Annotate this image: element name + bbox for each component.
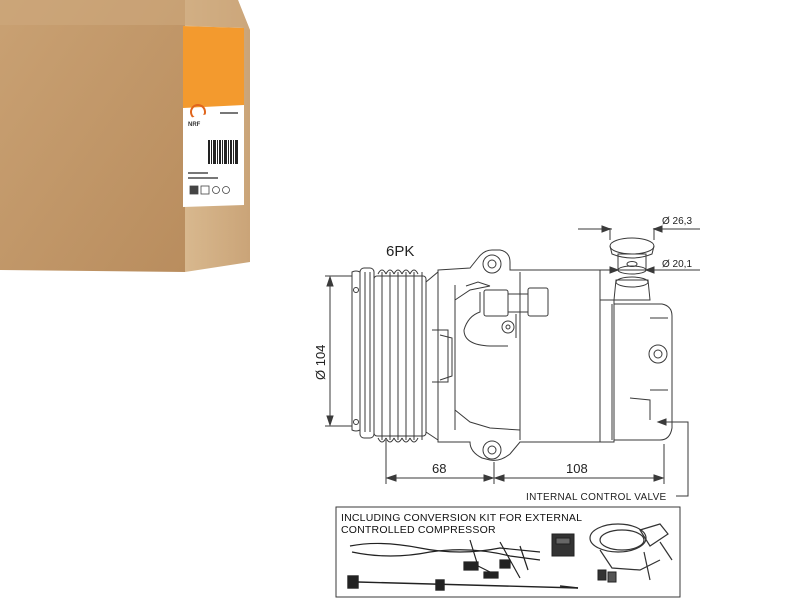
packaging-box: NRF [0,0,260,275]
rear-housing [599,299,673,443]
kit-cable-loop [589,523,673,581]
kit-tie-strap [347,575,579,591]
dim-length-rear: 108 [566,461,588,476]
kit-relay [551,533,575,557]
pulley-label: 6PK [386,243,414,260]
dimension-fitting-26 [578,225,700,240]
dim-fitting-outer: Ø 26,3 [662,216,692,227]
kit-caption-line1: INCLUDING CONVERSION KIT FOR EXTERNAL [341,512,583,524]
valve-label: INTERNAL CONTROL VALVE [526,492,667,503]
front-housing [425,249,601,461]
dimension-diameter-104 [325,275,352,427]
box-label: NRF [183,26,244,207]
logo-text: NRF [188,122,201,128]
dimension-lengths [385,440,665,484]
kit-caption-line2: CONTROLLED COMPRESSOR [341,524,496,536]
barcode-icon [207,138,239,166]
dim-length-front: 68 [432,461,446,476]
clutch-front [351,267,375,439]
dimension-fitting-20 [590,266,700,274]
control-connector [463,281,549,347]
dim-fitting-inner: Ø 20,1 [662,259,692,270]
dim-diameter-pulley: Ø 104 [313,345,328,380]
certification-icons [189,185,230,195]
valve-leader [656,418,689,497]
kit-fuse [597,569,617,583]
kit-box [335,506,681,598]
kit-caption: INCLUDING CONVERSION KIT FOR EXTERNAL CO… [341,512,641,536]
kit-wiring-harness [349,539,541,579]
pulley [373,269,427,443]
